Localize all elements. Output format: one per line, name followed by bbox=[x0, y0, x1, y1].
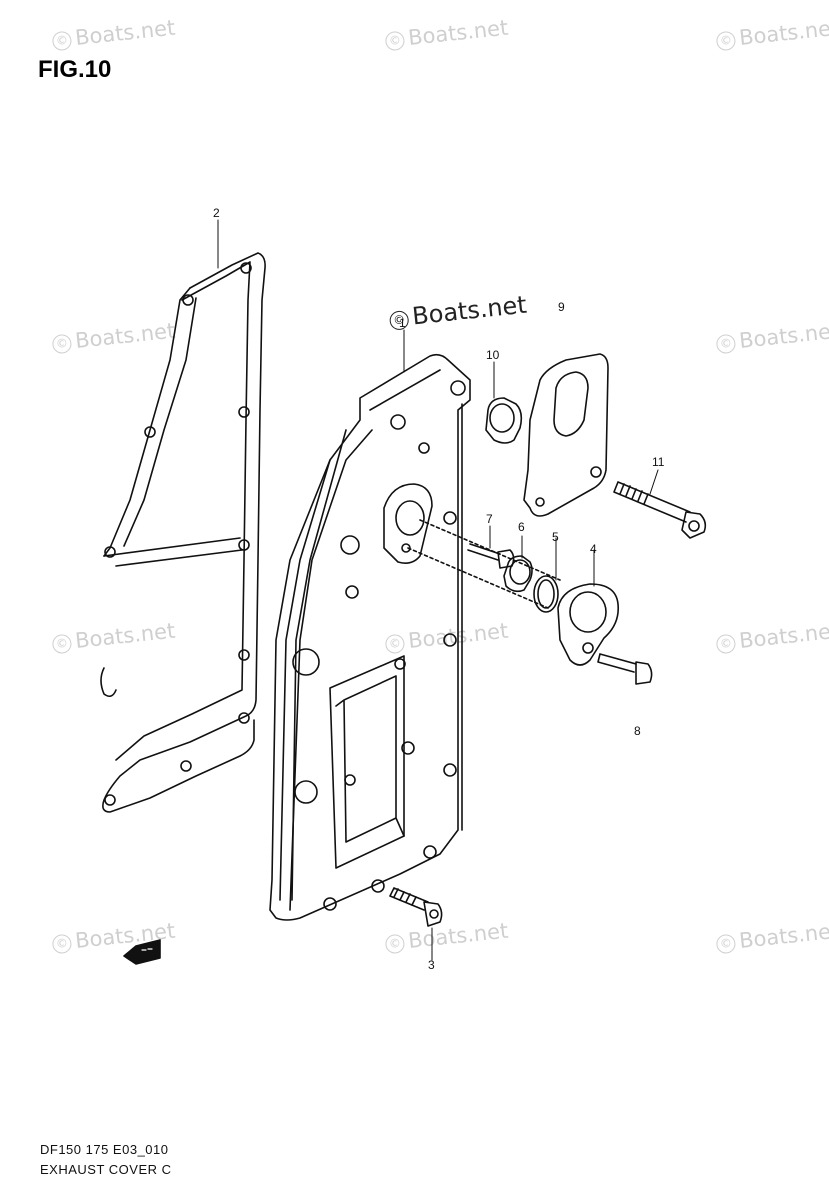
callout-1: 1 bbox=[399, 316, 406, 330]
callout-4: 4 bbox=[590, 542, 597, 556]
long-bolt bbox=[613, 481, 707, 539]
alignment-line bbox=[407, 519, 561, 609]
exhaust-cover-window bbox=[329, 655, 405, 869]
bracket-hole bbox=[590, 466, 602, 478]
callout-6: 6 bbox=[518, 520, 525, 534]
callout-10: 10 bbox=[486, 348, 500, 362]
flange-cap bbox=[557, 583, 620, 666]
forward-arrow-icon bbox=[123, 939, 161, 965]
collar bbox=[503, 555, 533, 593]
callout-2: 2 bbox=[213, 206, 220, 220]
callout-5: 5 bbox=[552, 530, 559, 544]
gasket-left-edge bbox=[103, 287, 191, 557]
callout-3: 3 bbox=[428, 958, 435, 972]
gasket-outline bbox=[102, 252, 266, 813]
callout-11: 11 bbox=[652, 455, 665, 469]
gasket-cross-bar bbox=[103, 537, 243, 567]
collar-face bbox=[509, 559, 531, 585]
bottom-bolt bbox=[389, 887, 443, 927]
exhaust-cover-left-rib bbox=[279, 429, 347, 901]
bushing bbox=[485, 397, 523, 444]
exhaust-cover-flange bbox=[383, 483, 433, 564]
gasket-tab bbox=[100, 667, 117, 698]
leader-lines bbox=[217, 219, 659, 961]
exhaust-cover-window-inner bbox=[335, 675, 405, 843]
flange-cap-hole bbox=[582, 642, 594, 654]
bracket-slot bbox=[553, 371, 589, 437]
exhaust-cover-outline bbox=[269, 353, 471, 921]
gasket-bolt-holes bbox=[104, 262, 252, 806]
bracket-hole bbox=[535, 497, 545, 507]
exhaust-cover-flange-bore bbox=[395, 500, 425, 536]
o-ring-inner bbox=[537, 579, 555, 609]
cap-bolt bbox=[597, 653, 653, 685]
exhaust-cover-bolt-bosses bbox=[292, 380, 466, 911]
figure-title: FIG.10 bbox=[38, 56, 112, 83]
small-bolt bbox=[467, 543, 515, 569]
callout-9: 9 bbox=[558, 300, 565, 314]
bushing-face bbox=[489, 403, 515, 433]
o-ring bbox=[533, 575, 559, 613]
callout-7: 7 bbox=[486, 512, 493, 526]
bracket-outline bbox=[523, 353, 609, 517]
callout-8: 8 bbox=[634, 724, 641, 738]
exhaust-cover-inner-edge bbox=[289, 369, 463, 911]
gasket-left-edge-inner bbox=[123, 297, 197, 547]
section-name: EXHAUST COVER C bbox=[40, 1162, 172, 1177]
model-code: DF150 175 E03_010 bbox=[40, 1142, 169, 1157]
gasket-outline-inner bbox=[115, 261, 251, 761]
flange-cap-face bbox=[569, 591, 607, 633]
